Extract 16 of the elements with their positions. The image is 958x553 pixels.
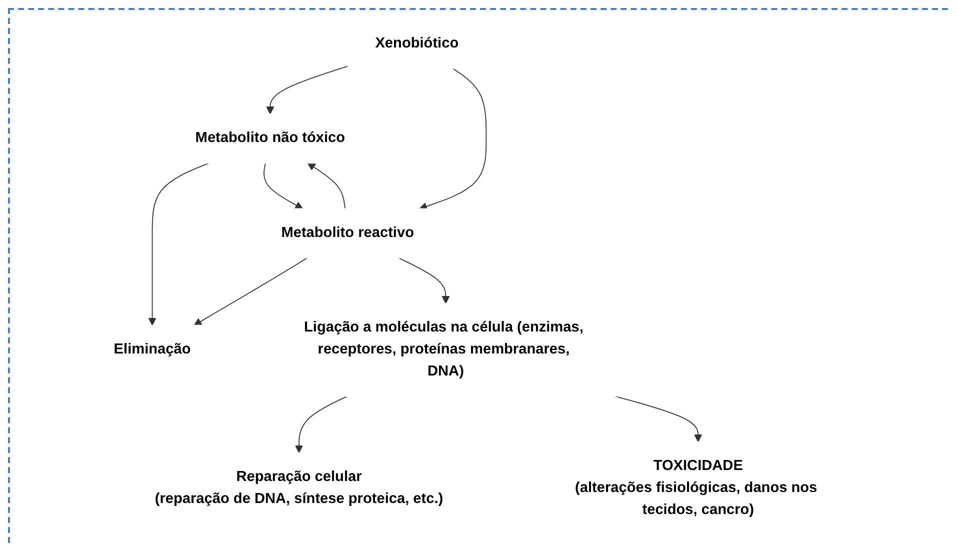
node-text: Metabolito reactivo [281,225,414,241]
arrow [308,162,346,210]
node-text: Reparação celular (reparação de DNA, síntese proteica, etc.) [155,469,444,506]
arrow [295,396,348,454]
arrow [266,66,349,114]
arrow [194,257,308,326]
arrow [398,257,450,304]
arrow [419,68,487,210]
node-text: Eliminação [114,342,191,358]
node-text: Metabolito não tóxico [195,130,346,146]
arrow [614,396,702,442]
node-text: Xenobiótico [375,36,459,52]
arrow [264,162,304,210]
arrow [148,162,210,326]
node-text: Ligação a moléculas na célula (enzimas, receptores, proteínas membranares, DNA) [304,320,584,379]
node-text: TOXICIDADE (alterações fisiológicas, danos nos tecidos, cancro) [575,458,818,518]
